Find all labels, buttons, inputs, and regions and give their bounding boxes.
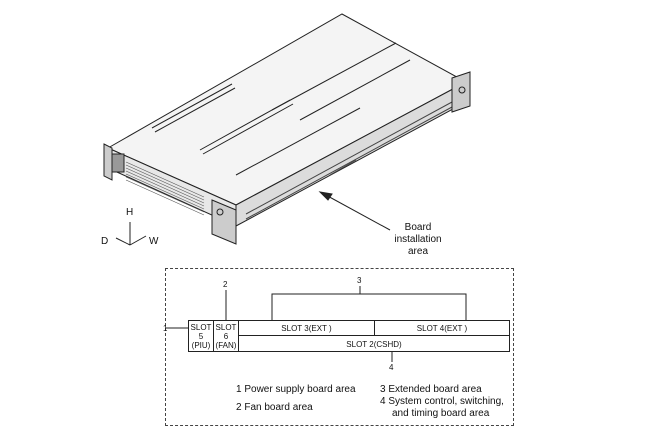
callout-number-3: 3 (357, 276, 362, 285)
callout-line-3: area (407, 246, 428, 257)
legend-item-3: 3 Extended board area (380, 384, 482, 395)
legend-item-1: 1 Power supply board area (236, 384, 356, 395)
axis-h-label: H (126, 207, 134, 218)
slot-5-line-2: 5 (198, 332, 204, 341)
callout-number-1: 1 (163, 324, 168, 333)
right-mounting-ear (211, 199, 237, 245)
slot-diagram-frame (165, 268, 514, 426)
callout-arrow (318, 191, 391, 231)
axis-w-label: W (149, 236, 159, 247)
slot-2-label: SLOT 2(CSHD) (346, 340, 402, 349)
callout-number-2: 2 (223, 280, 228, 289)
slot-5-line-1: SLOT (190, 323, 212, 332)
legend-item-2: 2 Fan board area (236, 402, 313, 413)
slot-3-box: SLOT 3(EXT ) (238, 320, 375, 336)
slot-5-box: SLOT 5 (PIU) (188, 320, 214, 352)
vent-grille (125, 161, 205, 216)
callout-number-4: 4 (389, 363, 394, 372)
callout-line-2: installation (394, 234, 442, 245)
legend-item-4-line-1: 4 System control, switching, (380, 396, 504, 407)
slot-6-box: SLOT 6 (FAN) (213, 320, 239, 352)
slot-3-label: SLOT 3(EXT ) (281, 324, 332, 333)
axis-d-label: D (101, 236, 109, 247)
slot-5-line-3: (PIU) (191, 341, 211, 350)
slot-4-label: SLOT 4(EXT ) (416, 324, 468, 333)
slot-6-line-1: SLOT (215, 323, 237, 332)
slot-2-box: SLOT 2(CSHD) (238, 335, 510, 352)
callout-line-1: Board (404, 222, 432, 233)
slot-6-line-3: (FAN) (215, 341, 237, 350)
rear-mounting-ear (451, 71, 471, 113)
legend-item-4-line-2: and timing board area (392, 408, 490, 419)
slot-4-box: SLOT 4(EXT ) (374, 320, 510, 336)
left-mounting-ear (103, 143, 113, 181)
orientation-axes (115, 222, 147, 246)
slot-6-line-2: 6 (223, 332, 229, 341)
